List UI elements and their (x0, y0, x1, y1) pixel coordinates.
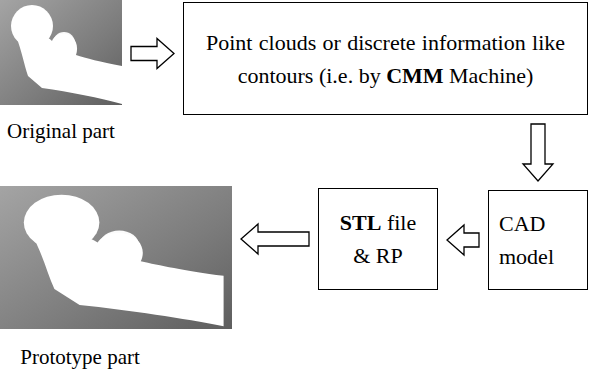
word: information (422, 30, 526, 55)
word: discrete (347, 30, 415, 55)
block-arrow (523, 124, 553, 181)
process-box: Point clouds or discrete information lik… (183, 2, 588, 115)
word: & (353, 243, 370, 268)
word: clouds (259, 30, 316, 55)
prototype-part-photo (0, 186, 232, 329)
word: or (323, 30, 341, 55)
word: (i.e. (319, 63, 353, 88)
word: file (387, 210, 416, 235)
word: part (107, 345, 140, 369)
word: contours (238, 63, 314, 88)
process-box: CAD model (488, 190, 588, 290)
word: model (499, 244, 554, 269)
word: RP (376, 243, 403, 268)
block-arrow (447, 225, 479, 255)
word: by (359, 63, 381, 88)
block-arrow (131, 39, 174, 69)
word: Prototype (20, 345, 102, 369)
part-caption: Prototype part (10, 345, 150, 370)
part-photo: Original part (0, 0, 122, 105)
word: Original (7, 119, 77, 143)
word: Machine) (449, 63, 533, 88)
box-text: STL file & RP (329, 206, 427, 272)
block-arrow (241, 224, 309, 254)
word: like (532, 30, 565, 55)
box-text: Point clouds or discrete information lik… (206, 26, 565, 92)
word: Point (206, 30, 252, 55)
part-photo: Prototype part (0, 186, 232, 329)
process-box: STL file & RP (318, 188, 438, 290)
original-part-photo (0, 0, 122, 105)
word: STL (340, 210, 382, 235)
word: part (82, 119, 115, 143)
box-text: CAD model (499, 207, 577, 273)
word: CAD (499, 211, 545, 236)
word: CMM (386, 63, 443, 88)
part-caption: Original part (0, 119, 122, 144)
